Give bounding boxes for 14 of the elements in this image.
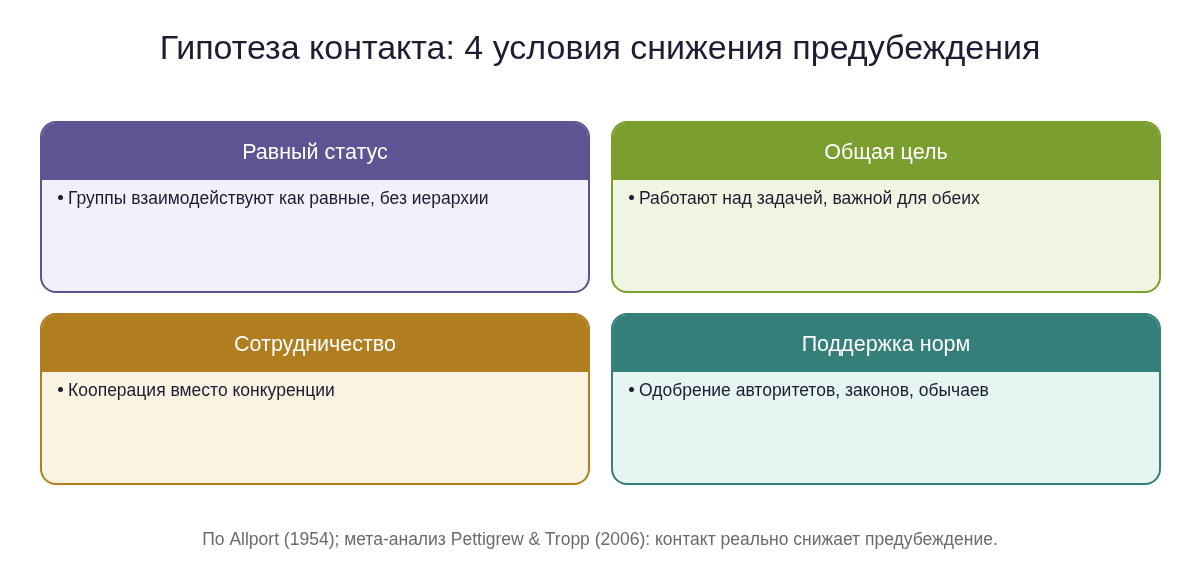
card-bullet-text: Одобрение авторитетов, законов, обычаев [639, 379, 989, 401]
card-heading: Равный статус [242, 138, 388, 165]
condition-card [40, 121, 590, 293]
condition-card [611, 121, 1161, 293]
card-bullet-text: Группы взаимодействуют как равные, без иерархии [68, 187, 489, 209]
card-heading: Поддержка норм [801, 330, 971, 357]
source-caption: По Allport (1954); мета-анализ Pettigrew & Tropp (2006): контакт реально снижает предубеждение. [202, 528, 998, 550]
condition-card [40, 313, 590, 485]
diagram-title: Гипотеза контакта: 4 условия снижения предубеждения [159, 27, 1041, 68]
condition-card [611, 313, 1161, 485]
card-bullet-text: Кооперация вместо конкуренции [68, 379, 335, 401]
card-bullet-text: Работают над задачей, важной для обеих [639, 187, 980, 209]
card-heading: Сотрудничество [234, 330, 396, 357]
card-heading: Общая цель [824, 138, 948, 165]
